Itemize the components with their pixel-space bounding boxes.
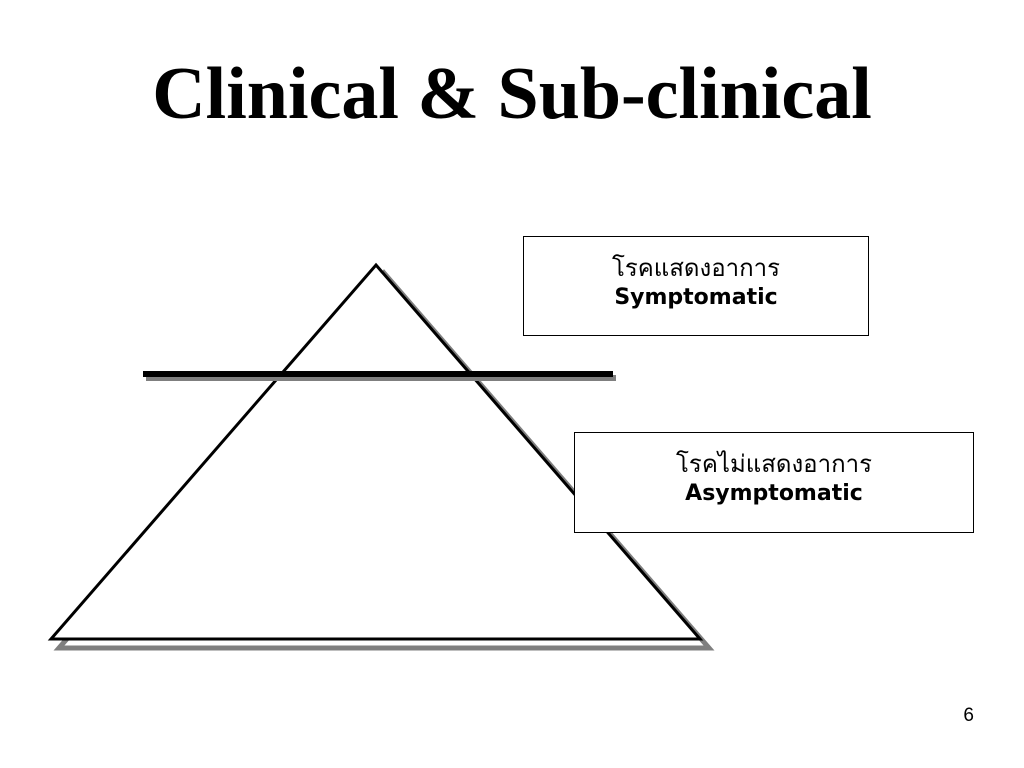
symptomatic-english-label: Symptomatic [614, 285, 778, 310]
pyramid-triangle [47, 262, 704, 641]
slide-title: Clinical & Sub-clinical [152, 53, 872, 135]
asymptomatic-english-label: Asymptomatic [685, 481, 863, 506]
symptomatic-thai-label: โรคแสดงอาการ [611, 254, 781, 282]
page-number: 6 [963, 705, 974, 726]
asymptomatic-thai-label: โรคไม่แสดงอาการ [676, 450, 872, 478]
asymptomatic-label-box: โรคไม่แสดงอาการ Asymptomatic [574, 432, 974, 533]
symptomatic-label-box: โรคแสดงอาการ Symptomatic [523, 236, 869, 336]
